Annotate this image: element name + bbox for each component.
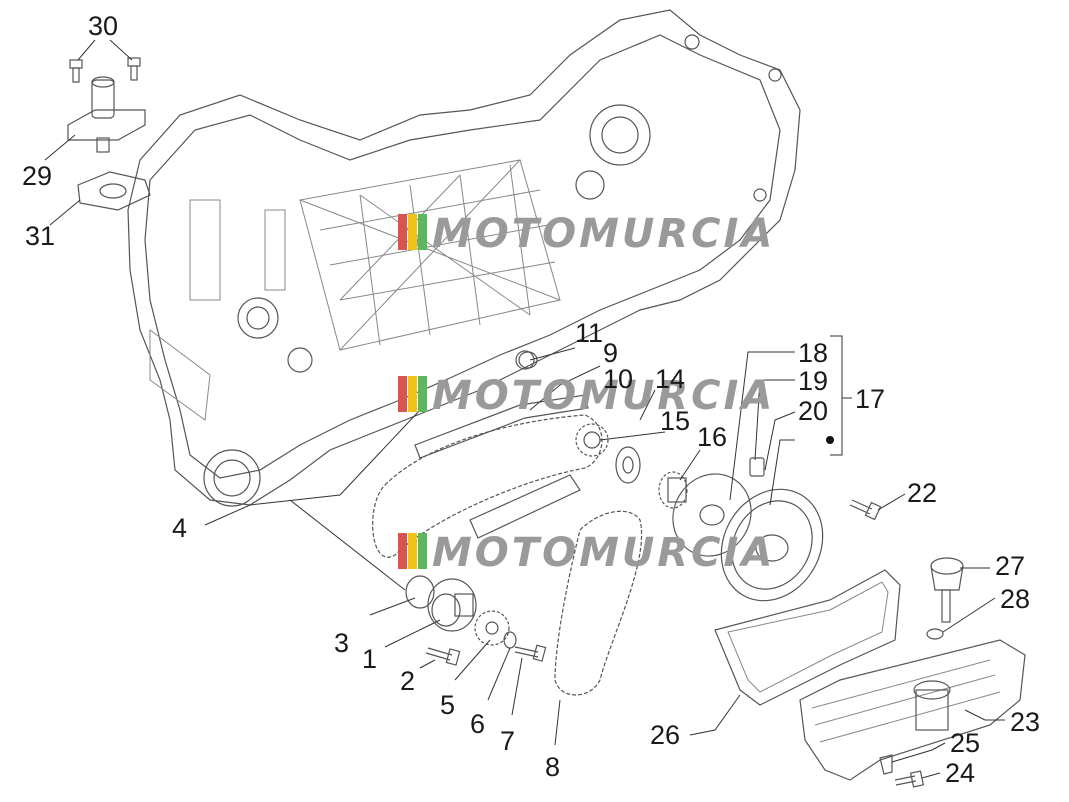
- clip-25: [879, 754, 893, 775]
- watermark-text: MOTOMURCIA: [432, 373, 775, 419]
- bolt-24: [894, 770, 925, 788]
- washer-15: [615, 446, 641, 484]
- bolt-22: [849, 499, 882, 521]
- watermark-stripe-yellow: [408, 214, 417, 250]
- tensioner-gasket: [77, 171, 151, 211]
- watermark-stripe-red: [398, 376, 407, 412]
- shaft-11: [518, 351, 538, 369]
- sprocket-5: [474, 610, 510, 646]
- bolt-2: [425, 647, 461, 666]
- callout-1: 1: [362, 644, 377, 674]
- watermark-text: MOTOMURCIA: [432, 211, 775, 257]
- chain-guide-lower: [469, 474, 581, 539]
- sump-gasket: [714, 569, 901, 706]
- watermark-bottom: MOTOMURCIA: [398, 530, 775, 576]
- callout-30: 30: [88, 11, 118, 41]
- callout-10: 10: [603, 364, 633, 394]
- oil-pump-cover: [720, 488, 824, 602]
- watermark-stripe-red: [398, 214, 407, 250]
- gear-16: [658, 471, 688, 509]
- callout-14: 14: [655, 364, 685, 394]
- bolt-7: [514, 644, 547, 662]
- washer-6: [503, 631, 517, 649]
- callout-7: 7: [500, 726, 515, 756]
- watermark-top: MOTOMURCIA: [398, 211, 775, 257]
- watermark-stripe-yellow: [408, 533, 417, 569]
- o-ring-28: [926, 628, 944, 640]
- callout-15: 15: [660, 406, 690, 436]
- oil-sump: [799, 639, 1026, 781]
- chain-tensioner: [67, 76, 146, 153]
- callout-3: 3: [334, 628, 349, 658]
- callout-17: 17: [855, 384, 885, 414]
- callout-31: 31: [25, 221, 55, 251]
- watermark-stripe-green: [418, 214, 427, 250]
- crankcase-housing: [127, 9, 801, 507]
- oil-pump-body: [427, 578, 477, 632]
- drive-chain: [372, 414, 603, 558]
- callout-6: 6: [470, 709, 485, 739]
- callout-23: 23: [1010, 707, 1040, 737]
- callout-18: 18: [798, 338, 828, 368]
- watermark-stripe-red: [398, 533, 407, 569]
- callout-29: 29: [22, 161, 52, 191]
- watermark-text: MOTOMURCIA: [432, 530, 775, 576]
- chain-guide-upper: [414, 394, 589, 459]
- reference-dot: [826, 436, 834, 444]
- callout-25: 25: [950, 728, 980, 758]
- callout-2: 2: [400, 666, 415, 696]
- callout-16: 16: [697, 422, 727, 452]
- watermark-stripe-yellow: [408, 376, 417, 412]
- callout-27: 27: [995, 551, 1025, 581]
- oil-dipstick: [930, 557, 964, 623]
- watermark-stripe-green: [418, 376, 427, 412]
- callout-20: 20: [798, 396, 828, 426]
- watermark-middle: MOTOMURCIA: [398, 373, 775, 419]
- callout-4: 4: [172, 513, 187, 543]
- callout-28: 28: [1000, 584, 1030, 614]
- callout-9: 9: [603, 338, 618, 368]
- small-bushing-20: [749, 457, 765, 477]
- callout-26: 26: [650, 720, 680, 750]
- leader-lines: [44, 39, 1005, 779]
- callout-22: 22: [907, 478, 937, 508]
- pump-gasket-3: [405, 575, 435, 609]
- watermark-stripe-green: [418, 533, 427, 569]
- oil-pump-chain: [554, 510, 643, 696]
- callout-labels: 30 29 31 11 9 10 14 15 16 18 19 20 17 22…: [22, 11, 1040, 788]
- callout-5: 5: [440, 690, 455, 720]
- tensioner-bolts: [69, 57, 141, 83]
- callout-19: 19: [798, 366, 828, 396]
- callout-11: 11: [575, 318, 603, 348]
- callout-24: 24: [945, 758, 975, 788]
- callout-8: 8: [545, 752, 560, 782]
